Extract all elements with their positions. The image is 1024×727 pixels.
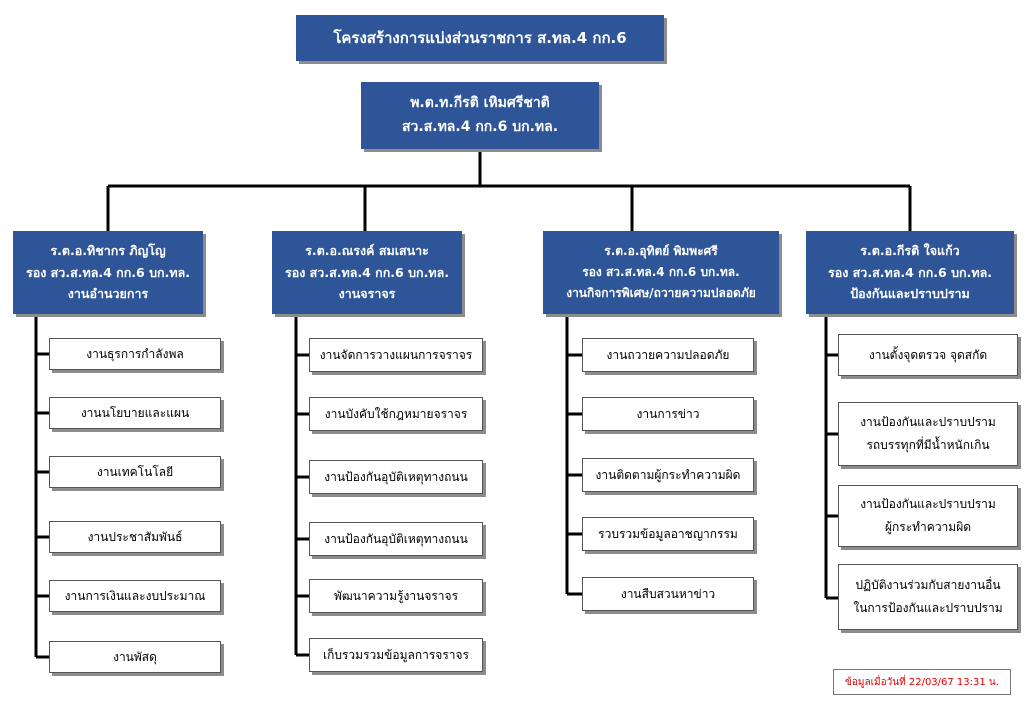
department-unit: ป้องกันและปราบปราม (850, 286, 970, 302)
department-position: รอง สว.ส.ทล.4 กก.6 บก.ทล. (828, 264, 992, 280)
task-box: งานเทคโนโลยี (49, 456, 221, 488)
task-box: งานตั้งจุดตรวจ จุดสกัด (838, 334, 1018, 376)
task-label: งานการข่าว (636, 406, 700, 421)
timestamp-badge: ข้อมูลเมื่อวันที่ 22/03/67 13:31 น. (833, 669, 1011, 695)
task-label: งานตั้งจุดตรวจ จุดสกัด (868, 347, 988, 362)
task-box: รวบรวมข้อมูลอาชญากรรม (582, 517, 754, 551)
task-label: งานจัดการวางแผนการจราจร (319, 347, 473, 362)
task-label: งานป้องกันอุบัติเหตุทางถนน (324, 531, 468, 546)
task-box: ปฏิบัติงานร่วมกับสายงานอื่น ในการป้องกัน… (838, 564, 1018, 630)
task-box: งานป้องกันอุบัติเหตุทางถนน (309, 522, 483, 556)
department-box-admin: ร.ต.อ.ทิชากร ภิญโญ รอง สว.ส.ทล.4 กก.6 บก… (13, 231, 203, 314)
chart-title: โครงสร้างการแบ่งส่วนราชการ ส.ทล.4 กก.6 (296, 15, 664, 61)
timestamp-text: ข้อมูลเมื่อวันที่ 22/03/67 13:31 น. (845, 676, 999, 688)
head-name: พ.ต.ท.กีรติ เหิมศรีชาติ (410, 94, 550, 111)
task-label: งานถวายความปลอดภัย (606, 347, 730, 362)
task-label: งานธุรการกำลังพล (86, 346, 184, 361)
department-position: รอง สว.ส.ทล.4 กก.6 บก.ทล. (285, 264, 449, 280)
task-box: งานธุรการกำลังพล (49, 338, 221, 370)
department-name: ร.ต.อ.ณรงค์ สมเสนาะ (305, 242, 429, 258)
task-label: งานป้องกันและปราบปราม (860, 497, 996, 512)
task-label: งานป้องกันและปราบปราม (860, 415, 996, 430)
task-box: งานบังคับใช้กฎหมายจราจร (309, 397, 483, 431)
task-label: งานประชาสัมพันธ์ (87, 529, 183, 544)
head-position: สว.ส.ทล.4 กก.6 บก.ทล. (401, 118, 559, 135)
department-box-traffic: ร.ต.อ.ณรงค์ สมเสนาะ รอง สว.ส.ทล.4 กก.6 บ… (272, 231, 462, 314)
task-label: งานสืบสวนหาข่าว (620, 586, 716, 601)
department-unit: งานอำนวยการ (67, 286, 149, 302)
task-box: งานการข่าว (582, 397, 754, 431)
task-label: งานการเงินและงบประมาณ (64, 588, 206, 603)
department-name: ร.ต.อ.ทิชากร ภิญโญ (50, 242, 166, 258)
task-label: งานนโยบายและแผน (80, 405, 190, 420)
department-name: ร.ต.อ.อุทิตย์ พิมพะศรี (604, 244, 718, 258)
task-label: ผู้กระทำความผิด (884, 520, 972, 534)
task-box: งานป้องกันอุบัติเหตุทางถนน (309, 460, 483, 494)
department-position: รอง สว.ส.ทล.4 กก.6 บก.ทล. (582, 265, 740, 279)
task-label: รถบรรทุกที่มีน้ำหนักเกิน (866, 438, 990, 452)
task-label: งานพัสดุ (113, 649, 157, 664)
task-box: งานจัดการวางแผนการจราจร (309, 338, 483, 372)
task-label: งานป้องกันอุบัติเหตุทางถนน (324, 469, 468, 484)
task-box: งานนโยบายและแผน (49, 397, 221, 429)
task-box: เก็บรวมรวมข้อมูลการจราจร (309, 638, 483, 672)
task-box: งานประชาสัมพันธ์ (49, 521, 221, 553)
task-label: เก็บรวมรวมข้อมูลการจราจร (323, 647, 469, 662)
department-position: รอง สว.ส.ทล.4 กก.6 บก.ทล. (26, 264, 190, 280)
task-box: งานการเงินและงบประมาณ (49, 580, 221, 612)
task-box: งานถวายความปลอดภัย (582, 338, 754, 372)
task-label: พัฒนาความรู้งานจราจร (333, 588, 459, 603)
department-box-suppression: ร.ต.อ.กีรติ ใจแก้ว รอง สว.ส.ทล.4 กก.6 บก… (806, 231, 1014, 314)
department-box-special: ร.ต.อ.อุทิตย์ พิมพะศรี รอง สว.ส.ทล.4 กก.… (543, 231, 779, 314)
department-unit: งานจราจร (338, 286, 396, 302)
task-box: งานป้องกันและปราบปราม รถบรรทุกที่มีน้ำหน… (838, 402, 1018, 466)
task-label: ในการป้องกันและปราบปราม (853, 601, 1003, 615)
task-box: งานติดตามผู้กระทำความผิด (582, 458, 754, 492)
task-box: งานป้องกันและปราบปราม ผู้กระทำความผิด (838, 485, 1018, 547)
task-box: งานสืบสวนหาข่าว (582, 577, 754, 611)
task-label: งานเทคโนโลยี (96, 464, 174, 479)
task-label: งานติดตามผู้กระทำความผิด (595, 467, 741, 482)
department-name: ร.ต.อ.กีรติ ใจแก้ว (860, 242, 960, 258)
chart-title-text: โครงสร้างการแบ่งส่วนราชการ ส.ทล.4 กก.6 (333, 29, 627, 47)
task-box: พัฒนาความรู้งานจราจร (309, 579, 483, 613)
department-unit: งานกิจการพิเศษ/ถวายความปลอดภัย (566, 286, 756, 300)
task-label: งานบังคับใช้กฎหมายจราจร (324, 406, 468, 421)
task-box: งานพัสดุ (49, 641, 221, 673)
task-label: รวบรวมข้อมูลอาชญากรรม (598, 526, 738, 541)
task-label: ปฏิบัติงานร่วมกับสายงานอื่น (855, 578, 1001, 593)
head-box: พ.ต.ท.กีรติ เหิมศรีชาติ สว.ส.ทล.4 กก.6 บ… (361, 82, 599, 149)
